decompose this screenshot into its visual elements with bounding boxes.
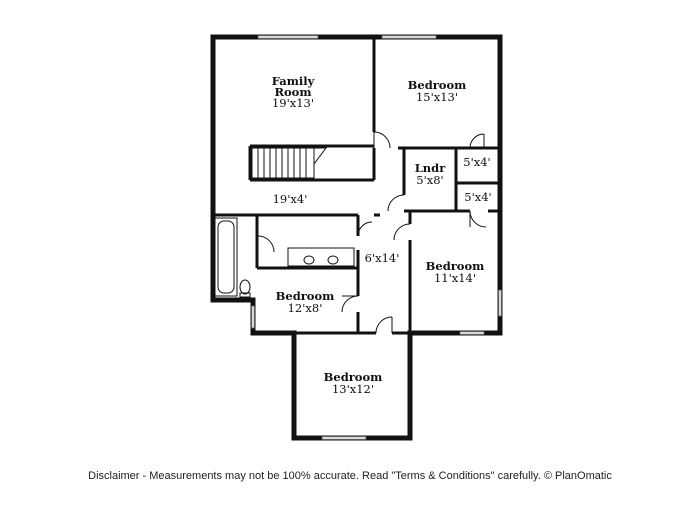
bedroom-bottom-size: 13'x12'	[332, 382, 374, 396]
bedroom-top-right-name: Bedroom	[408, 78, 467, 92]
toilet	[239, 279, 251, 295]
closet-lower-size: 5'x4'	[464, 190, 491, 204]
bedroom-middle-size: 12'x8'	[288, 301, 323, 315]
disclaimer-text: Disclaimer - Measurements may not be 100…	[88, 470, 612, 482]
doors	[257, 131, 487, 334]
vanity	[287, 247, 355, 267]
bedroom-right-size: 11'x14'	[434, 271, 476, 285]
family-room-name-line2: Room	[274, 85, 311, 99]
staircase	[251, 147, 327, 179]
bedroom-top-right-size: 15'x13'	[416, 90, 458, 104]
laundry-size: 5'x8'	[416, 173, 443, 187]
loft-size: 19'x4'	[273, 192, 308, 206]
laundry-name: Lndr	[415, 161, 446, 175]
bedroom-middle-name: Bedroom	[276, 289, 335, 303]
window-frames	[251, 35, 502, 440]
family-room-size: 19'x13'	[272, 96, 314, 110]
hallway-size: 6'x14'	[365, 251, 400, 265]
closet-upper-size: 5'x4'	[463, 155, 490, 169]
interior-walls	[213, 37, 500, 335]
exterior-walls	[210, 34, 503, 441]
family-room-name-line1: Family	[272, 74, 315, 88]
bathroom-fixtures	[214, 217, 355, 298]
windows	[251, 35, 502, 440]
bedroom-right-name: Bedroom	[426, 259, 485, 273]
bedroom-bottom-name: Bedroom	[324, 370, 383, 384]
room-labels: Family Room 19'x13' Bedroom 15'x13' Lndr…	[272, 74, 492, 396]
bathtub	[214, 217, 238, 297]
